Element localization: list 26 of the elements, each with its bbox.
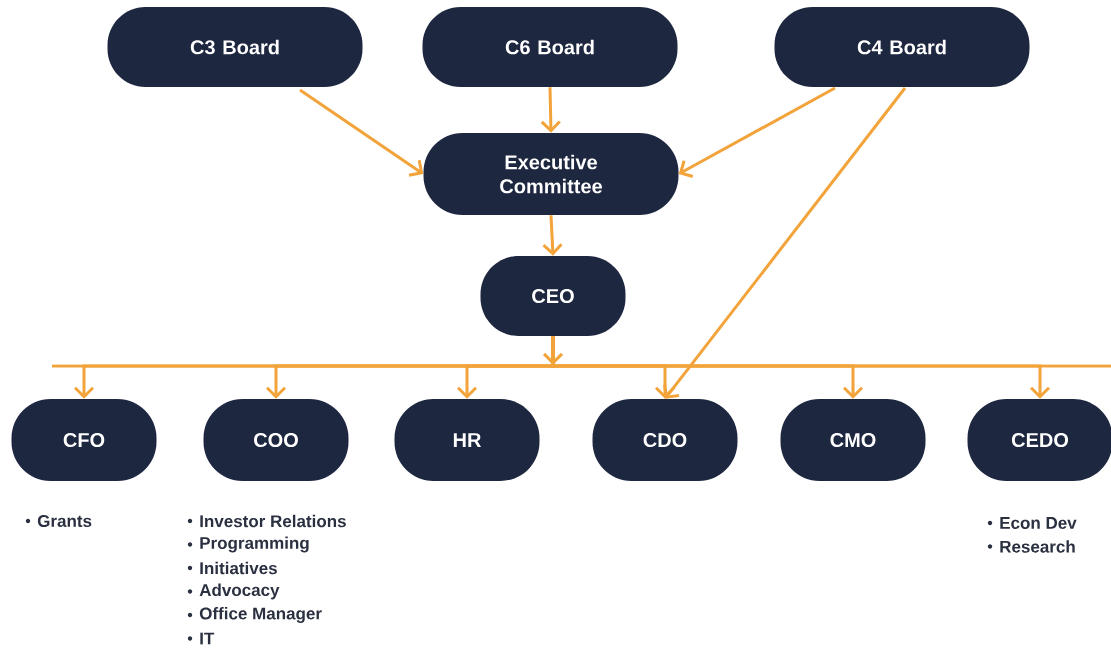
list-item: Initiatives [187, 561, 277, 575]
arrow [678, 86, 836, 178]
rounded-box: HR [394, 399, 540, 481]
arrow [299, 88, 424, 177]
rounded-box: CMO [780, 399, 926, 481]
rounded-box: CEO [480, 256, 626, 336]
rounded-box: Executive Committee [423, 133, 679, 215]
list-item: Research [987, 540, 1075, 553]
arrow [551, 336, 1051, 399]
list-item: IT [187, 632, 215, 645]
list-item: Advocacy [187, 583, 280, 600]
rounded-box: CDO [592, 399, 738, 481]
rounded-box: C6 Board [422, 7, 678, 87]
arrow [663, 87, 907, 399]
rounded-box: CFO [11, 399, 157, 481]
rounded-box: COO [203, 399, 349, 481]
list-item: Programming [187, 536, 309, 553]
rounded-box: C3 Board [107, 7, 363, 87]
arrow [540, 87, 561, 133]
rounded-box: C4 Board [774, 7, 1030, 87]
list-item: Investor Relations [187, 514, 346, 528]
list-item: Econ Dev [987, 517, 1077, 529]
list-item: Office Manager [187, 607, 322, 623]
list-item: Grants [25, 515, 92, 528]
arrow [542, 215, 563, 256]
rounded-box: CEDO [967, 399, 1111, 481]
